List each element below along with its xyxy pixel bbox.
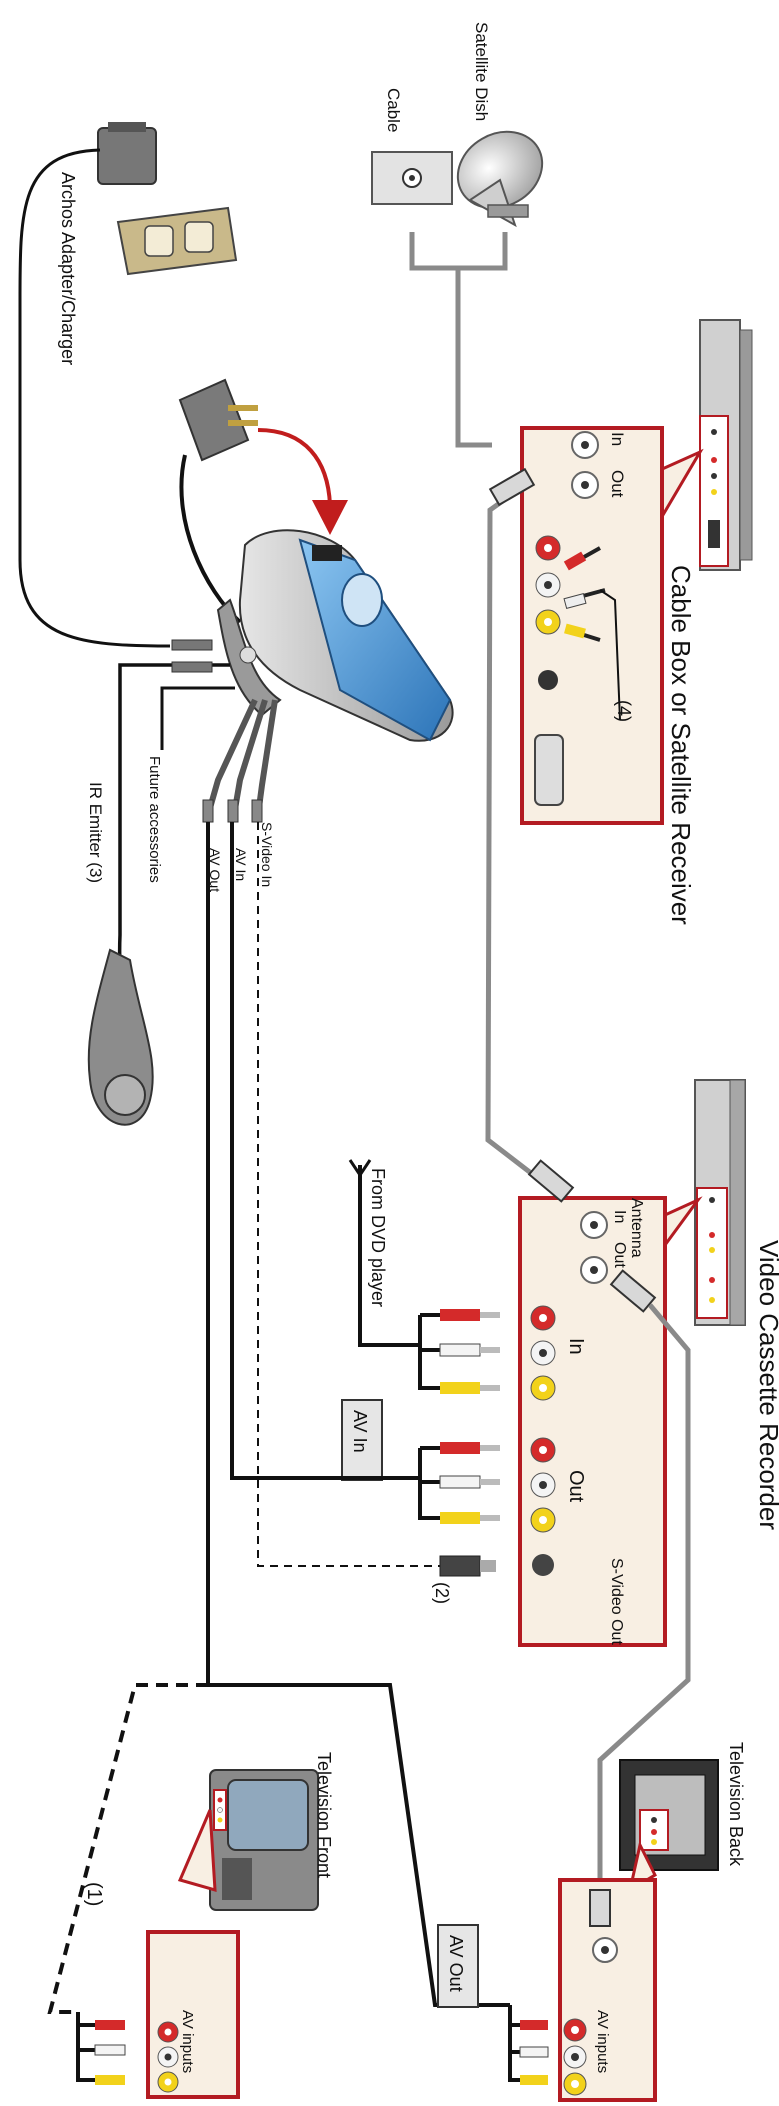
- vcr-out-rca-plugs: [439, 1442, 500, 1524]
- s-video-wire: [257, 822, 440, 1567]
- av-inputs-back-label: AV inputs: [594, 2010, 611, 2073]
- vcr-antenna-in-label: In: [611, 1210, 628, 1223]
- device-side-plugs: [171, 639, 213, 673]
- av-out-box: [437, 1924, 479, 2008]
- tv-front-panel: [146, 1930, 240, 2099]
- tv-front-label: Television Front: [314, 1752, 334, 1878]
- antenna-label: Antenna: [628, 1198, 645, 1258]
- from-dvd-label: From DVD player: [368, 1168, 388, 1307]
- vcr-unit: [694, 1079, 746, 1326]
- av-in-cable-label: AV In: [233, 848, 249, 881]
- cable-box-in-label: In: [608, 432, 627, 446]
- av-out-cable-label: AV Out: [207, 848, 223, 892]
- antenna-feed-cable: [409, 232, 508, 448]
- power-plug-icon: [178, 378, 258, 462]
- charger-cable: [18, 148, 171, 648]
- vcr-in-label: In: [565, 1338, 587, 1355]
- tv-front-callout-pointer: [177, 1809, 217, 1893]
- future-accessories-label: Future accessories: [146, 756, 163, 883]
- cable-box-rca-plugs: [563, 546, 606, 642]
- power-adapter-icon: [97, 122, 157, 185]
- adapter-label: Archos Adapter/Charger: [58, 172, 78, 365]
- satellite-dish-label: Satellite Dish: [472, 22, 491, 121]
- tv-front-rca-plugs: [76, 2012, 126, 2085]
- vcr-callout-pointer: [663, 1196, 703, 1250]
- note-2-label: (2): [432, 1582, 452, 1604]
- cable-label: Cable: [384, 88, 403, 132]
- s-video-plug-icon: [439, 1555, 496, 1577]
- cable-box-out-label: Out: [608, 470, 627, 498]
- television-back-icon: [619, 1759, 719, 1871]
- tv-back-jacks: [563, 1937, 618, 2096]
- cable-box-label: Cable Box or Satellite Receiver: [666, 565, 696, 925]
- cable-box-av-lead: [599, 589, 621, 721]
- cable-box-callout-pointer: [658, 448, 704, 526]
- tv-back-rca-plugs: [508, 2005, 549, 2085]
- tv-back-label: Television Back: [726, 1742, 746, 1867]
- plug-arrow: [257, 428, 332, 506]
- note-1-label: (1): [83, 1882, 105, 1906]
- tv-back-antenna-plug: [589, 1889, 611, 1927]
- vcr-out-label: Out: [565, 1470, 587, 1503]
- av-inputs-front-label: AV inputs: [179, 2010, 196, 2073]
- vcr-to-tv-cable: [597, 1303, 691, 1905]
- vcr-antenna-out-label: Out: [611, 1242, 628, 1268]
- tv-front-jacks: [157, 2021, 179, 2093]
- vcr-label: Video Cassette Recorder: [754, 1240, 779, 1530]
- television-front-icon: [209, 1769, 319, 1911]
- ir-emitter-icon: [87, 948, 154, 1126]
- plug-arrow-head: [312, 500, 348, 535]
- av-out-box-label: AV Out: [446, 1935, 466, 1992]
- av-in-box-label: AV In: [350, 1410, 370, 1453]
- archos-device: [216, 529, 454, 742]
- wall-outlet-icon: [116, 206, 238, 276]
- s-video-in-label: S-Video In: [259, 822, 275, 887]
- cable-outlet-icon: [371, 151, 453, 205]
- dvd-rca-plugs: [439, 1309, 500, 1394]
- cable-box-jacks: [534, 431, 599, 806]
- satellite-dish-icon: [456, 130, 544, 228]
- ir-emitter-label: IR Emitter (3): [86, 782, 105, 883]
- note-4-label: (4): [614, 700, 634, 722]
- cable-box-unit: [699, 319, 753, 571]
- plug-cable: [179, 454, 242, 624]
- s-video-out-label: S-Video Out: [608, 1558, 625, 1645]
- future-accessories-wire: [160, 686, 235, 750]
- vcr-jacks: [530, 1211, 608, 1576]
- av-out-dashed-wire: [47, 1683, 208, 2014]
